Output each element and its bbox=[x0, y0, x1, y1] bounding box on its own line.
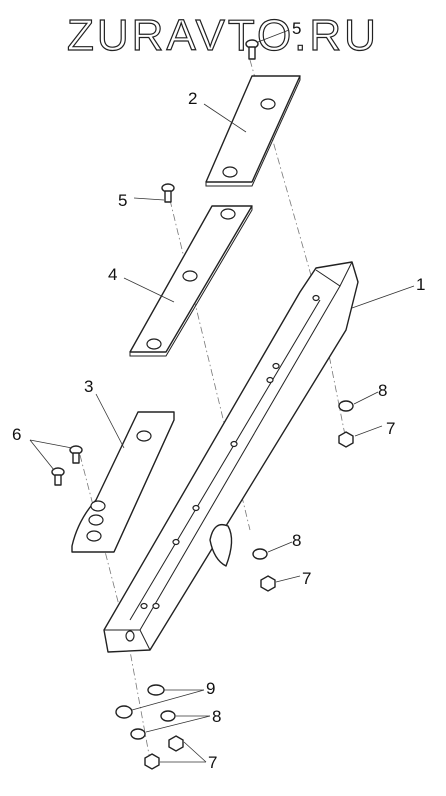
callout-6: 6 bbox=[12, 425, 21, 444]
nut-7-d bbox=[144, 753, 160, 770]
part-1-side-member bbox=[103, 261, 359, 653]
nut-7-c bbox=[168, 735, 184, 752]
bolt-6-lower bbox=[51, 467, 65, 486]
watermark-text: ZURAVTO.RU bbox=[67, 11, 379, 60]
bolt-5-top bbox=[245, 39, 259, 60]
washer-8-middle bbox=[252, 548, 268, 560]
washer-9-a bbox=[147, 684, 165, 696]
callout-7-lower: 7 bbox=[208, 753, 217, 772]
callout-9: 9 bbox=[206, 679, 215, 698]
nut-7-middle bbox=[260, 575, 276, 592]
assembly-axis-lines bbox=[79, 59, 347, 761]
bolt-5-middle bbox=[161, 183, 175, 203]
callout-5-middle: 5 bbox=[118, 191, 127, 210]
washer-8-upper bbox=[338, 400, 354, 412]
callout-3: 3 bbox=[84, 377, 93, 396]
callout-8-middle: 8 bbox=[292, 531, 301, 550]
callout-7-upper: 7 bbox=[386, 419, 395, 438]
callout-7-middle: 7 bbox=[302, 569, 311, 588]
nut-7-upper bbox=[338, 431, 354, 448]
bolt-6-upper bbox=[69, 445, 83, 464]
callout-8-lower: 8 bbox=[212, 707, 221, 726]
part-4-middle-plate bbox=[129, 205, 253, 357]
part-3-lower-plate bbox=[71, 411, 175, 553]
leader-lines bbox=[29, 29, 415, 763]
callout-4: 4 bbox=[108, 265, 117, 284]
washer-8-d bbox=[130, 728, 146, 740]
washer-8-c bbox=[160, 710, 176, 722]
callout-2: 2 bbox=[188, 89, 197, 108]
callout-5-top: 5 bbox=[292, 19, 301, 38]
washer-9-b bbox=[115, 705, 133, 719]
part-2-upper-plate bbox=[205, 75, 301, 187]
callout-8-upper: 8 bbox=[378, 381, 387, 400]
callout-1: 1 bbox=[416, 275, 425, 294]
